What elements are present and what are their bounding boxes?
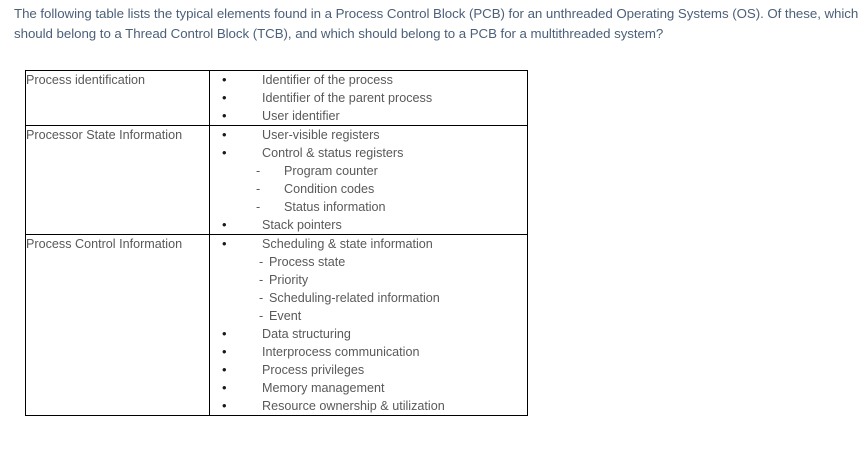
list-item: User-visible registers — [210, 126, 527, 144]
list-item: Identifier of the process — [210, 71, 527, 89]
items-cell: Identifier of the processIdentifier of t… — [209, 70, 528, 126]
category-cell: Process Control Information — [25, 234, 210, 416]
category-cell: Processor State Information — [25, 125, 210, 235]
sub-list-item: Scheduling-related information — [210, 289, 527, 307]
sub-list-item: Process state — [210, 253, 527, 271]
items-cell: User-visible registersControl & status r… — [209, 125, 528, 235]
table-row: Process Control InformationScheduling & … — [25, 234, 528, 416]
question-paragraph: The following table lists the typical el… — [14, 6, 859, 41]
sub-list-item: Program counter — [210, 162, 527, 180]
pcb-elements-table: Process identificationIdentifier of the … — [25, 70, 528, 416]
sub-list-item: Event — [210, 307, 527, 325]
category-cell: Process identification — [25, 70, 210, 126]
items-cell: Scheduling & state informationProcess st… — [209, 234, 528, 416]
sub-list-item: Priority — [210, 271, 527, 289]
list-item: Interprocess communication — [210, 343, 527, 361]
list-item: Identifier of the parent process — [210, 89, 527, 107]
table-row: Processor State InformationUser-visible … — [25, 125, 528, 235]
list-item: Data structuring — [210, 325, 527, 343]
sub-list-wrapper: Process statePriorityScheduling-related … — [210, 253, 527, 325]
list-item: Memory management — [210, 379, 527, 397]
bullet-list: Scheduling & state informationProcess st… — [210, 235, 527, 415]
list-item: Resource ownership & utilization — [210, 397, 527, 415]
sub-list-item: Status information — [210, 198, 527, 216]
bullet-list: User-visible registersControl & status r… — [210, 126, 527, 234]
sub-list-wrapper: Program counterCondition codesStatus inf… — [210, 162, 527, 216]
list-item: Stack pointers — [210, 216, 527, 234]
list-item: Control & status registers — [210, 144, 527, 162]
table-body: Process identificationIdentifier of the … — [25, 70, 528, 416]
list-item: Scheduling & state information — [210, 235, 527, 253]
bullet-list: Identifier of the processIdentifier of t… — [210, 71, 527, 125]
table-row: Process identificationIdentifier of the … — [25, 70, 528, 126]
sub-list: Process statePriorityScheduling-related … — [210, 253, 527, 325]
sub-list-item: Condition codes — [210, 180, 527, 198]
list-item: Process privileges — [210, 361, 527, 379]
list-item: User identifier — [210, 107, 527, 125]
sub-list: Program counterCondition codesStatus inf… — [210, 162, 527, 216]
